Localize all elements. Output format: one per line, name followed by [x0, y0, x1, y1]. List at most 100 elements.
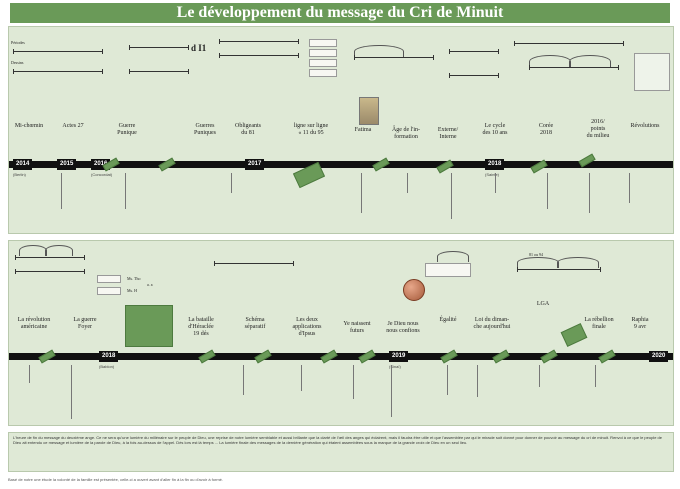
event-label: LGA: [536, 301, 550, 307]
green-tag: [440, 349, 458, 364]
year-marker: 2019: [389, 351, 409, 362]
note-line: [125, 173, 126, 209]
page-title: Le développement du message du Cri de Mi…: [10, 3, 670, 23]
note-line: [301, 365, 302, 391]
mini-timeline: [517, 267, 601, 275]
event-label: Révolutions: [630, 123, 660, 129]
box-label: a. a: [147, 282, 153, 287]
mini-box: [425, 263, 471, 277]
arc-diagram: [354, 45, 404, 58]
event-label: Loi du diman-che aujourd'hui: [473, 317, 511, 330]
mini-timeline: [529, 65, 619, 73]
box-label: Ms. Tho: [127, 276, 141, 281]
green-tag: [540, 349, 558, 364]
mini-timeline: [219, 53, 299, 61]
arc-diagram: [19, 245, 47, 256]
arc-diagram: [45, 245, 73, 256]
year-note: (Sainte): [485, 172, 500, 177]
note-line: [407, 173, 408, 193]
event-label: ligne sur ligne« 11 du 95: [293, 123, 329, 136]
note-line: [629, 173, 630, 203]
mini-box: [309, 39, 337, 47]
year-marker: 2015: [57, 159, 77, 170]
mini-timeline: [129, 69, 189, 77]
mini-timeline: [449, 49, 499, 57]
mini-box: [97, 275, 121, 283]
note-line: [595, 365, 596, 387]
timeline-panel-top: Périodes Dessins d I1 Mi-chœmin Actes 27…: [8, 26, 674, 234]
mini-timeline: [15, 255, 85, 263]
event-label: Mi-chœmin: [14, 123, 44, 129]
year-marker: 2020: [649, 351, 669, 362]
year-marker: 2018: [99, 351, 119, 362]
arc-diagram: [517, 257, 559, 268]
note-line: [231, 173, 232, 193]
left-label-dessins: Dessins: [11, 60, 24, 65]
green-tag: [598, 349, 616, 364]
legend-box: [634, 53, 670, 91]
event-label: Actes 27: [62, 123, 84, 129]
note-line: [361, 173, 362, 213]
note-line: [61, 173, 62, 209]
event-label: Fatima: [354, 127, 372, 133]
mini-timeline: [514, 41, 624, 49]
green-tag: [358, 349, 376, 364]
mini-box: [309, 59, 337, 67]
note-line: [477, 365, 478, 397]
arc-diagram: [569, 55, 611, 68]
year-marker: 2018: [485, 159, 505, 170]
year-marker: 2014: [13, 159, 33, 170]
green-tag: [320, 349, 338, 364]
arc-diagram: [437, 251, 469, 262]
timeline-bar: [9, 353, 673, 360]
green-tag: [198, 349, 216, 364]
note-line: [547, 173, 548, 209]
note-line: [539, 365, 540, 387]
footer-text-box: L'heure de fin du message du deuxième an…: [8, 432, 674, 472]
event-label: Externe/Interne: [437, 127, 459, 140]
year-note: (Sinaï): [389, 364, 401, 369]
mini-timeline: [219, 39, 299, 47]
credit-line: Basé de notre une étude la volonté de la…: [8, 477, 223, 482]
green-tag: [254, 349, 272, 364]
note-line: [391, 365, 392, 417]
green-tag: [492, 349, 510, 364]
note-line: [243, 365, 244, 395]
arc-diagram: [557, 257, 599, 268]
mini-box: [309, 49, 337, 57]
footer-text: L'heure de fin du message du deuxième an…: [13, 435, 662, 445]
note-line: [353, 365, 354, 399]
year-note: (Bablon): [99, 364, 115, 369]
penny-coin-image: [403, 279, 425, 301]
note-line: [589, 173, 590, 213]
note-line: [29, 365, 30, 383]
mini-box: [97, 287, 121, 295]
mini-timeline: [449, 73, 499, 81]
year-marker: 2017: [245, 159, 265, 170]
mini-timeline: [354, 55, 434, 63]
fatima-statue-image: [359, 97, 379, 125]
green-tag: [372, 157, 390, 172]
green-tag: [158, 157, 176, 172]
mini-box: [309, 69, 337, 77]
timeline-bar: [9, 161, 673, 168]
arc-label: 81 ou 94: [529, 252, 543, 257]
year-marker: 2016: [91, 159, 111, 170]
mini-timeline: [13, 69, 103, 77]
mini-timeline: [214, 261, 294, 269]
note-line: [495, 173, 496, 193]
